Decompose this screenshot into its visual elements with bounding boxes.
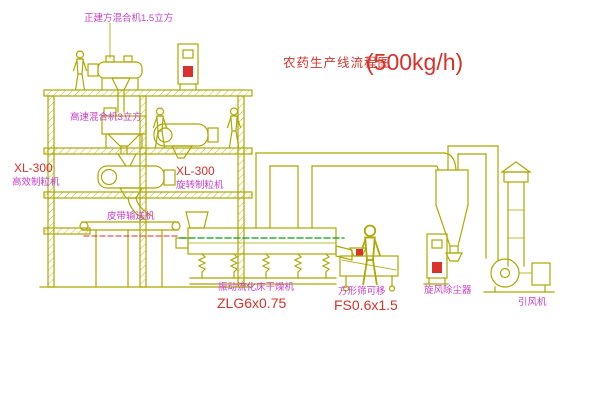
square-cone-mixer: [87, 22, 143, 113]
cyclone-dust-collector: [435, 169, 469, 262]
label-granulator-left-model: XL-300: [14, 161, 53, 175]
efficient-granulator: [97, 165, 176, 221]
label-belt-conveyor: 皮带输送机: [107, 210, 155, 222]
fluid-bed-dryer: [175, 211, 353, 285]
rotary-granulator: [153, 123, 219, 159]
floor3-slab: [43, 191, 253, 199]
rain-cap-roof: [500, 161, 532, 173]
label-sieve-model: FS0.6x1.5: [334, 297, 398, 313]
exhaust-stack: [500, 161, 532, 267]
cabinet-screen: [431, 239, 443, 249]
label-dryer-model: ZLG6x0.75: [217, 295, 286, 311]
drawing-title-capacity: (500kg/h): [366, 49, 463, 75]
label-granulator-mid-model: XL-300: [176, 164, 215, 178]
label-dryer-name: 振动流化床干燥机: [218, 281, 295, 293]
building-structure: [39, 89, 253, 288]
caster-wheel: [388, 285, 396, 292]
discharge-cone: [171, 145, 194, 159]
square-sieve: [339, 247, 399, 292]
screen-slope-line: [341, 259, 397, 271]
label-cyclone-name: 旋风除尘器: [424, 284, 472, 296]
control-cabinet-ground: [423, 233, 449, 285]
label-sieve-name: 方形筛可移: [338, 285, 386, 297]
control-cabinet-roof: [177, 43, 199, 91]
worker-figure-roof: [72, 50, 88, 91]
discharge-chute: [135, 197, 153, 217]
discharge-chute: [127, 197, 147, 221]
drawing-title: 农药生产线流程图: [283, 55, 391, 70]
fan-motor: [531, 262, 551, 286]
chute-line: [129, 153, 137, 167]
belt-conveyor: [79, 221, 181, 288]
discharge-flap: [445, 252, 463, 262]
label-granulator-mid-name: 旋转制粒机: [176, 179, 224, 191]
exhaust-ducting: [255, 145, 499, 261]
red-indicator: [183, 66, 193, 77]
vibration-motor: [175, 237, 189, 249]
cabinet-screen: [182, 49, 194, 59]
elbow-inner: [435, 165, 439, 171]
red-indicator: [432, 262, 442, 273]
label-high-speed-mixer: 高速混合机3立方: [70, 111, 142, 123]
label-square-cone-mixer: 正建方混合机1.5立方: [84, 12, 173, 24]
outlet-spout: [335, 245, 353, 261]
elbow-outer: [443, 152, 457, 171]
caster-wheel: [342, 285, 350, 292]
high-speed-mixer: [101, 107, 147, 167]
platform-slab: [43, 227, 91, 235]
roof-slab: [43, 89, 253, 97]
chute-line: [117, 153, 127, 167]
induced-draft-fan: [483, 258, 555, 293]
red-indicator: [356, 249, 363, 256]
feed-hopper: [185, 211, 209, 229]
floor2-slab: [43, 147, 253, 155]
rain-cap-body: [503, 171, 529, 183]
label-granulator-left-name: 高效制粒机: [12, 176, 60, 188]
label-fan-name: 引风机: [518, 296, 547, 308]
